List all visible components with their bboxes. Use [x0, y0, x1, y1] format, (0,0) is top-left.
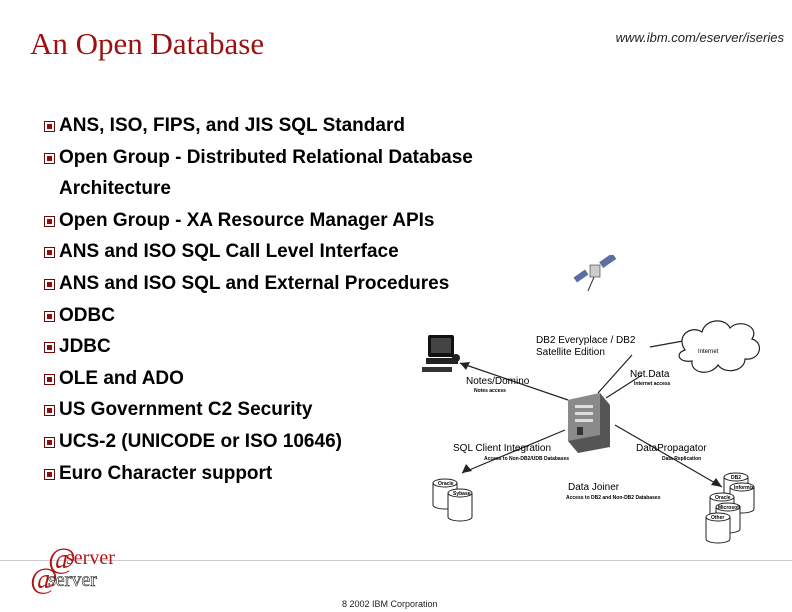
bullet-box-icon: [44, 436, 55, 448]
bullet-list: ANS, ISO, FIPS, and JIS SQL Standard Ope…: [42, 110, 562, 489]
bullet-item-continuation: Architecture: [59, 178, 171, 200]
bullet-item: OLE and ADO: [42, 363, 562, 395]
bullet-item: Open Group - Distributed Relational Data…: [42, 142, 562, 174]
bullet-box-icon: [44, 373, 55, 385]
connector-line: [597, 354, 633, 394]
arrowhead: [711, 478, 722, 487]
data-propagator-label: DataPropagator: [636, 443, 707, 454]
satellite-edition-label: Satellite Edition: [536, 347, 605, 358]
arrowhead: [462, 464, 472, 473]
svg-text:server: server: [48, 569, 97, 591]
bullet-box-icon: [44, 152, 55, 164]
connector-line: [459, 362, 569, 401]
notes-domino-label: Notes/Domino: [466, 376, 530, 387]
bullet-item: ANS, ISO, FIPS, and JIS SQL Standard: [42, 110, 562, 142]
satellite-icon: [573, 255, 617, 292]
copyright-text: 8 2002 IBM Corporation: [342, 599, 438, 609]
db-label: Microsoft: [718, 505, 741, 511]
connector-line: [614, 424, 723, 488]
db-label: Oracle: [715, 495, 731, 501]
db-label: DB2: [731, 475, 742, 481]
bullet-item: ANS and ISO SQL Call Level Interface: [42, 236, 562, 268]
bullet-box-icon: [44, 247, 55, 259]
arrowhead: [460, 362, 470, 370]
notes-domino-sublabel: Notes access: [474, 388, 506, 394]
net-data-sublabel: Internet access: [634, 381, 671, 387]
internet-cloud-icon: [678, 320, 761, 373]
internet-label: Internet: [698, 349, 719, 355]
eserver-logo: @ server @ server: [28, 542, 148, 596]
data-joiner-sublabel: Access to DB2 and Non-DB2 Databases: [566, 495, 661, 501]
database-cylinders-right: [705, 472, 755, 544]
bullet-item: ANS and ISO SQL and External Procedures: [42, 268, 562, 300]
db-label: Oracle: [438, 481, 454, 487]
data-joiner-label: Data Joiner: [568, 482, 620, 493]
bullet-box-icon: [44, 215, 55, 227]
workstation-icon: [422, 335, 460, 372]
connector-line: [461, 429, 566, 474]
svg-text:server: server: [66, 547, 115, 569]
svg-text:@: @: [30, 562, 58, 595]
bullet-item: JDBC: [42, 331, 562, 363]
bullet-box-icon: [44, 468, 55, 480]
server-icon: [568, 393, 610, 453]
db-label: Other: [711, 515, 725, 521]
db-label: Informix: [734, 485, 754, 491]
bullet-box-icon: [44, 278, 55, 290]
connectivity-diagram: DB2 Everyplace / DB2 Satellite Edition I…: [400, 255, 792, 555]
svg-text:@: @: [48, 546, 76, 575]
bullet-item: Open Group - XA Resource Manager APIs: [42, 205, 562, 237]
data-propagator-sublabel: Data Replication: [662, 456, 702, 462]
diagram-graphics: [422, 255, 761, 544]
net-data-label: Net.Data: [630, 369, 670, 380]
eserver-logo-icon: @ server @ server: [30, 542, 115, 595]
bullet-item: US Government C2 Security: [42, 394, 562, 426]
bullet-box-icon: [44, 342, 55, 354]
db-label: Sybase: [453, 491, 471, 497]
bullet-box-icon: [44, 405, 55, 417]
bullet-item: ODBC: [42, 300, 562, 332]
bullet-box-icon: [44, 121, 55, 132]
bullet-item: Euro Character support: [42, 458, 562, 490]
database-cylinders-left: [432, 478, 473, 522]
connector-line: [605, 374, 643, 399]
page-title: An Open Database: [30, 26, 265, 61]
footer-divider: [0, 560, 792, 561]
sql-client-sublabel: Access to Non-DB2/UDB Databases: [484, 456, 570, 462]
page-url[interactable]: www.ibm.com/eserver/iseries: [615, 30, 784, 45]
bullet-box-icon: [44, 310, 55, 322]
bullet-item: UCS-2 (UNICODE or ISO 10646): [42, 426, 562, 458]
sql-client-label: SQL Client Integration: [453, 443, 552, 454]
db2-everyplace-label: DB2 Everyplace / DB2: [536, 335, 636, 346]
